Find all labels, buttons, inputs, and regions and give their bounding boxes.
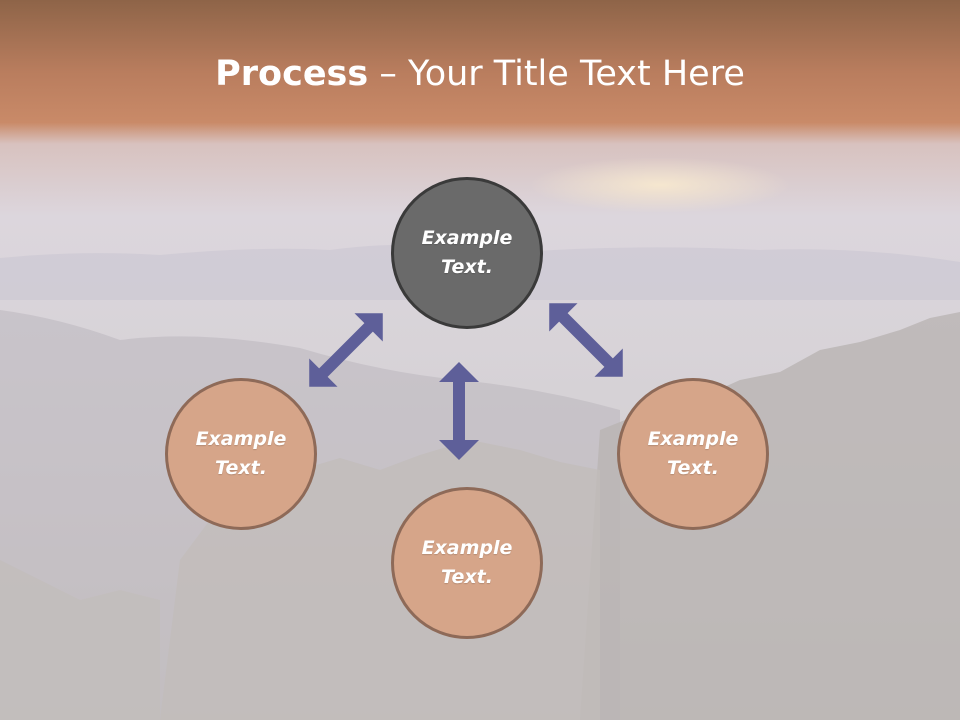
- node-label: Example Text.: [421, 537, 513, 588]
- node-label: Example Text.: [647, 428, 739, 479]
- double-arrow-upper-left: [309, 313, 383, 387]
- node-label: Example Text.: [421, 227, 513, 278]
- node-label: Example Text.: [195, 428, 287, 479]
- double-arrow-vertical: [439, 362, 479, 460]
- double-arrow-upper-right: [549, 303, 623, 377]
- process-node-bottom: Example Text.: [391, 487, 543, 639]
- process-node-right: Example Text.: [617, 378, 769, 530]
- title-bold: Process: [215, 54, 369, 94]
- process-node-center: Example Text.: [391, 177, 543, 329]
- process-node-left: Example Text.: [165, 378, 317, 530]
- title-rest: – Your Title Text Here: [368, 54, 745, 94]
- slide-title: Process – Your Title Text Here: [0, 52, 960, 96]
